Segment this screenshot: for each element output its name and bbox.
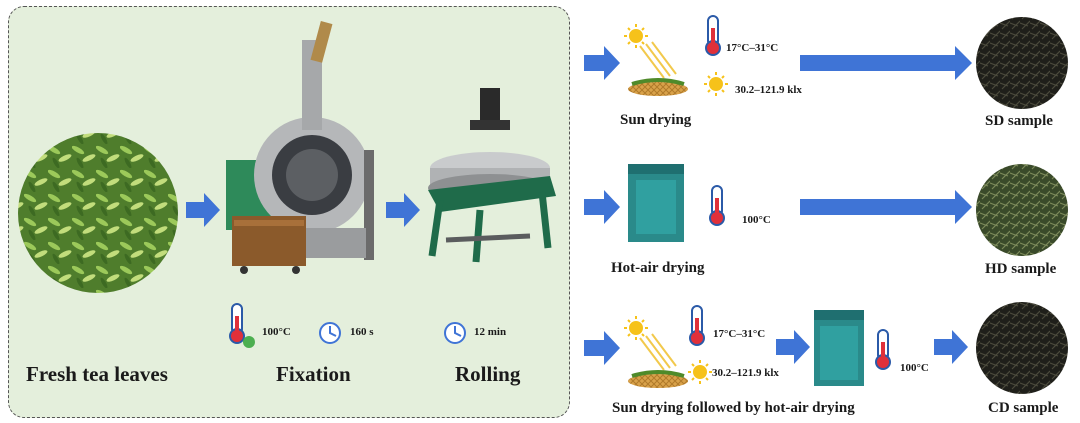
rolling-label: Rolling	[455, 362, 521, 386]
hotair-drying-temp: 100°C	[742, 214, 771, 226]
hd-sample-image	[976, 164, 1068, 256]
sun-icon-2	[688, 360, 712, 384]
fresh-tea-leaves-image	[18, 133, 178, 293]
fixation-machine-image	[226, 21, 374, 274]
arrow-to-sd-sample	[800, 46, 972, 80]
combined-drying-temp: 17°C–31°C	[713, 328, 766, 340]
arrow-to-hd-sample	[800, 190, 972, 224]
thermometer-icon-5	[229, 303, 255, 348]
thermometer-icon	[705, 15, 721, 56]
cd-sample-image	[976, 302, 1068, 394]
hotair-drying-label: Hot-air drying	[611, 260, 705, 276]
sun-icon	[704, 72, 728, 96]
arrow-to-hotair-drying	[584, 190, 620, 224]
hotair-oven-image-2	[814, 310, 864, 386]
sun-drying-tray-image-2	[624, 316, 688, 388]
fresh-tea-leaves-label: Fresh tea leaves	[26, 362, 168, 386]
combined-drying-light: 30.2–121.9 klx	[712, 367, 779, 379]
sun-drying-label: Sun drying	[620, 112, 692, 128]
drying-arrows	[584, 46, 972, 365]
fixation-time: 160 s	[350, 326, 374, 338]
sun-drying-temp: 17°C–31°C	[726, 42, 779, 54]
thermometer-icon-2	[709, 185, 725, 226]
thermometer-icon-4	[875, 329, 891, 370]
arrow-to-combined-drying	[584, 331, 620, 365]
arrow-to-sun-drying	[584, 46, 620, 80]
clock-icon	[319, 322, 341, 344]
sd-sample-image	[976, 17, 1068, 109]
sun-drying-tray-image	[624, 24, 688, 96]
clock-icon-2	[444, 322, 466, 344]
sun-drying-light: 30.2–121.9 klx	[735, 84, 802, 96]
arrow-to-cd-sample	[934, 330, 968, 364]
rolling-machine-image	[428, 88, 556, 263]
arrow-sun-to-oven	[776, 330, 810, 364]
cd-sample-label: CD sample	[988, 400, 1059, 416]
hd-sample-label: HD sample	[985, 261, 1057, 277]
rolling-time: 12 min	[474, 326, 507, 338]
thermometer-icon-3	[689, 305, 705, 346]
process-arrows	[186, 193, 420, 227]
hotair-oven-image	[628, 164, 684, 242]
combined-drying-label: Sun drying followed by hot-air drying	[612, 400, 855, 416]
arrow-fixation-to-rolling	[386, 193, 420, 227]
fixation-label: Fixation	[276, 362, 351, 386]
arrow-fresh-to-fixation	[186, 193, 220, 227]
combined-drying-temp2: 100°C	[900, 362, 929, 374]
fixation-temp: 100°C	[262, 326, 291, 338]
sd-sample-label: SD sample	[985, 113, 1053, 129]
